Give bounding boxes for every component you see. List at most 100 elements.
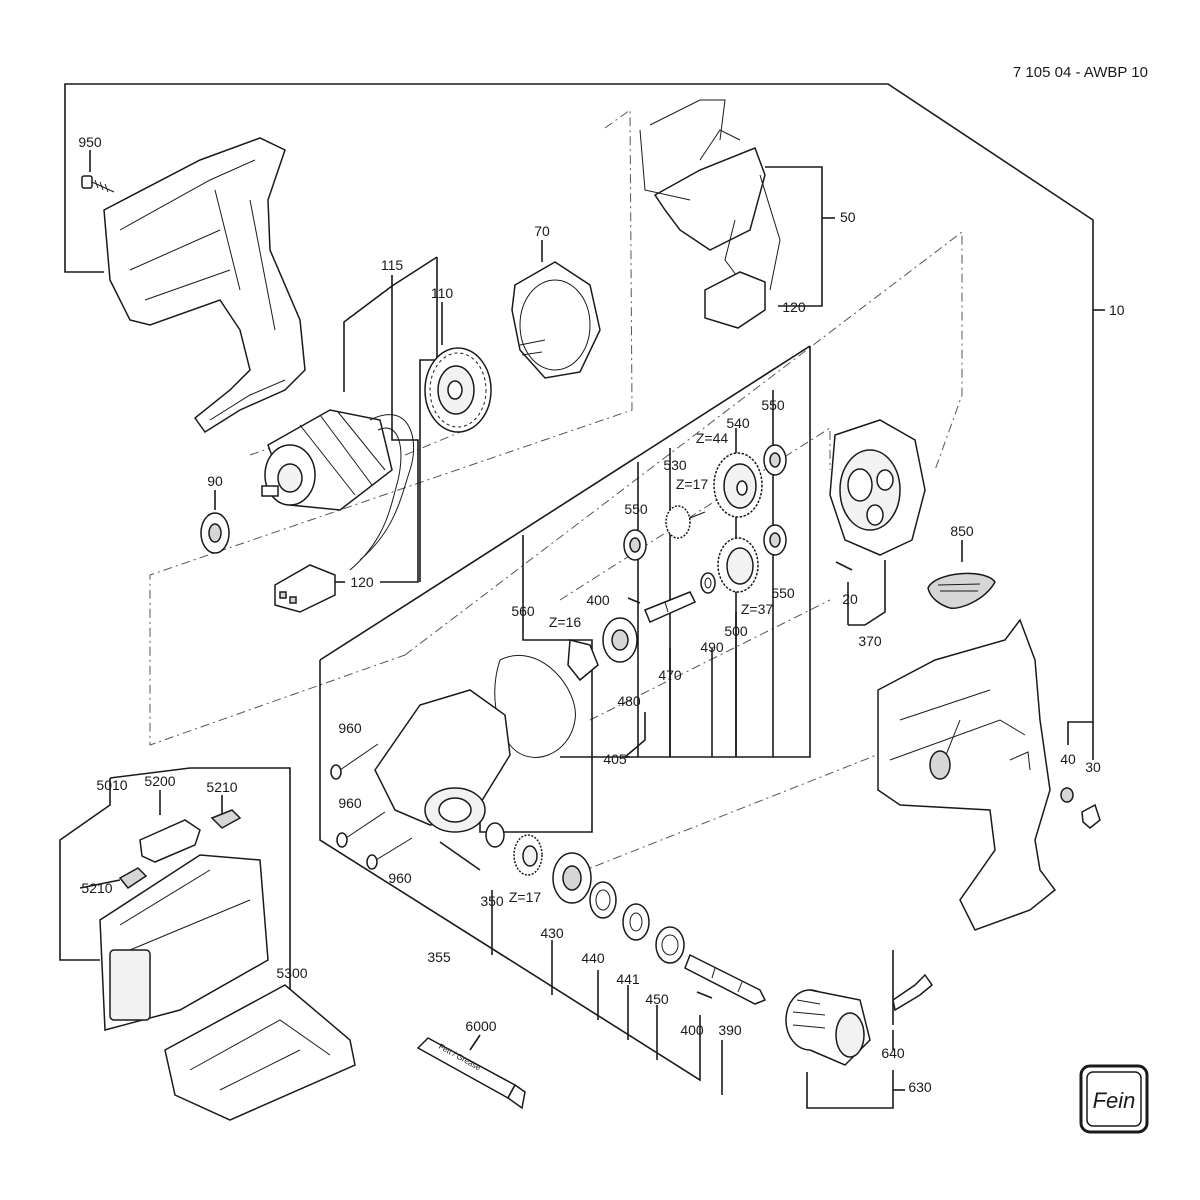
- handle-5200: [139, 819, 201, 863]
- callout-400a: 400: [586, 592, 610, 608]
- leader-lines: [59, 83, 1105, 1109]
- callout-z17a: Z=17: [676, 476, 709, 492]
- pinion-530: [665, 505, 706, 539]
- callout-z44: Z=44: [696, 430, 729, 446]
- callout-30: 30: [1085, 759, 1101, 775]
- chuck-630: [785, 989, 871, 1066]
- ring-440: [589, 881, 617, 919]
- bearing-550-left: [623, 529, 647, 561]
- callout-850: 850: [950, 523, 974, 539]
- left-housing-shell: [103, 137, 306, 434]
- cap-850: [927, 572, 996, 609]
- spring-40: [1060, 787, 1074, 803]
- callout-480: 480: [617, 693, 641, 709]
- callout-120a: 120: [782, 299, 806, 315]
- fan-110: [424, 347, 492, 433]
- callout-370: 370: [858, 633, 882, 649]
- callout-450: 450: [645, 991, 669, 1007]
- bevel-gear-z16: [567, 639, 599, 682]
- callout-355: 355: [427, 949, 451, 965]
- key-400-top: [627, 597, 641, 604]
- callout-5210b: 5210: [81, 880, 112, 896]
- screw-950: [81, 175, 115, 193]
- callout-950: 950: [78, 134, 102, 150]
- bearing-90: [200, 512, 230, 554]
- callout-z37: Z=37: [741, 601, 774, 617]
- pin-20: [835, 561, 853, 571]
- callout-540: 540: [726, 415, 750, 431]
- drawing-number: 7 105 04 - AWBP 10: [1013, 64, 1148, 81]
- callout-550b: 550: [624, 501, 648, 517]
- case-insert-5300: [164, 984, 356, 1121]
- gear-housing-405: [374, 689, 511, 833]
- chuck-key-640: [892, 950, 934, 1025]
- spindle-set-350: [485, 822, 543, 876]
- callout-5300: 5300: [276, 965, 307, 981]
- fein-logo-text: Fein: [1093, 1088, 1136, 1113]
- spindle-390: [684, 953, 767, 1005]
- ring-441: [622, 903, 650, 941]
- bearing-550-top: [763, 444, 787, 476]
- callout-20: 20: [842, 591, 858, 607]
- callout-z17b: Z=17: [509, 889, 542, 905]
- latch-5210-left: [118, 867, 148, 890]
- callout-500: 500: [724, 623, 748, 639]
- callout-115: 115: [381, 257, 404, 273]
- connector-120-left: [274, 564, 336, 613]
- battery-contact-50: [639, 99, 781, 329]
- callout-5200: 5200: [144, 773, 175, 789]
- callout-550c: 550: [771, 585, 795, 601]
- callout-70: 70: [534, 223, 550, 239]
- callout-640: 640: [881, 1045, 905, 1061]
- callout-550a: 550: [761, 397, 785, 413]
- callout-440: 440: [581, 950, 605, 966]
- callout-90: 90: [207, 473, 223, 489]
- callout-960c: 960: [388, 870, 412, 886]
- fan-cowl-70: [511, 261, 601, 379]
- shaft-470: [644, 591, 697, 623]
- callout-400b: 400: [680, 1022, 704, 1038]
- motor-115: [261, 409, 415, 571]
- callout-40: 40: [1060, 751, 1076, 767]
- carry-case-5010: [99, 854, 269, 1031]
- callout-350: 350: [480, 893, 504, 909]
- callout-10: 10: [1109, 302, 1125, 318]
- callout-490: 490: [700, 639, 724, 655]
- callout-405: 405: [603, 751, 627, 767]
- callout-120b: 120: [350, 574, 374, 590]
- right-housing-shell: [877, 618, 1057, 931]
- screw-960-top: [330, 743, 379, 780]
- callout-z16: Z=16: [549, 614, 582, 630]
- bearing-430: [552, 852, 592, 904]
- callout-530: 530: [663, 457, 687, 473]
- callout-560: 560: [511, 603, 535, 619]
- fein-logo: Fein: [1079, 1064, 1149, 1134]
- gearbox-cover-370: [829, 419, 926, 556]
- callout-5210a: 5210: [206, 779, 237, 795]
- callout-960a: 960: [338, 720, 362, 736]
- callout-630: 630: [908, 1079, 932, 1095]
- callout-390: 390: [718, 1022, 742, 1038]
- gear-500: [717, 537, 759, 593]
- callout-110: 110: [431, 285, 454, 301]
- button-30: [1081, 803, 1101, 829]
- callout-430: 430: [540, 925, 564, 941]
- callout-6000: 6000: [465, 1018, 496, 1034]
- callout-960b: 960: [338, 795, 362, 811]
- ring-450: [655, 926, 685, 964]
- bearing-480: [602, 617, 638, 663]
- callout-441: 441: [616, 971, 640, 987]
- washer-490: [700, 572, 716, 594]
- callout-470: 470: [658, 667, 682, 683]
- screw-960-mid: [336, 811, 386, 848]
- screw-960-bottom: [366, 837, 413, 870]
- callout-5010: 5010: [96, 777, 127, 793]
- gear-540: [713, 452, 763, 518]
- latch-5210-top: [210, 809, 242, 829]
- key-400-bottom: [696, 991, 713, 999]
- callout-50: 50: [840, 209, 856, 225]
- bearing-550-right: [763, 524, 787, 556]
